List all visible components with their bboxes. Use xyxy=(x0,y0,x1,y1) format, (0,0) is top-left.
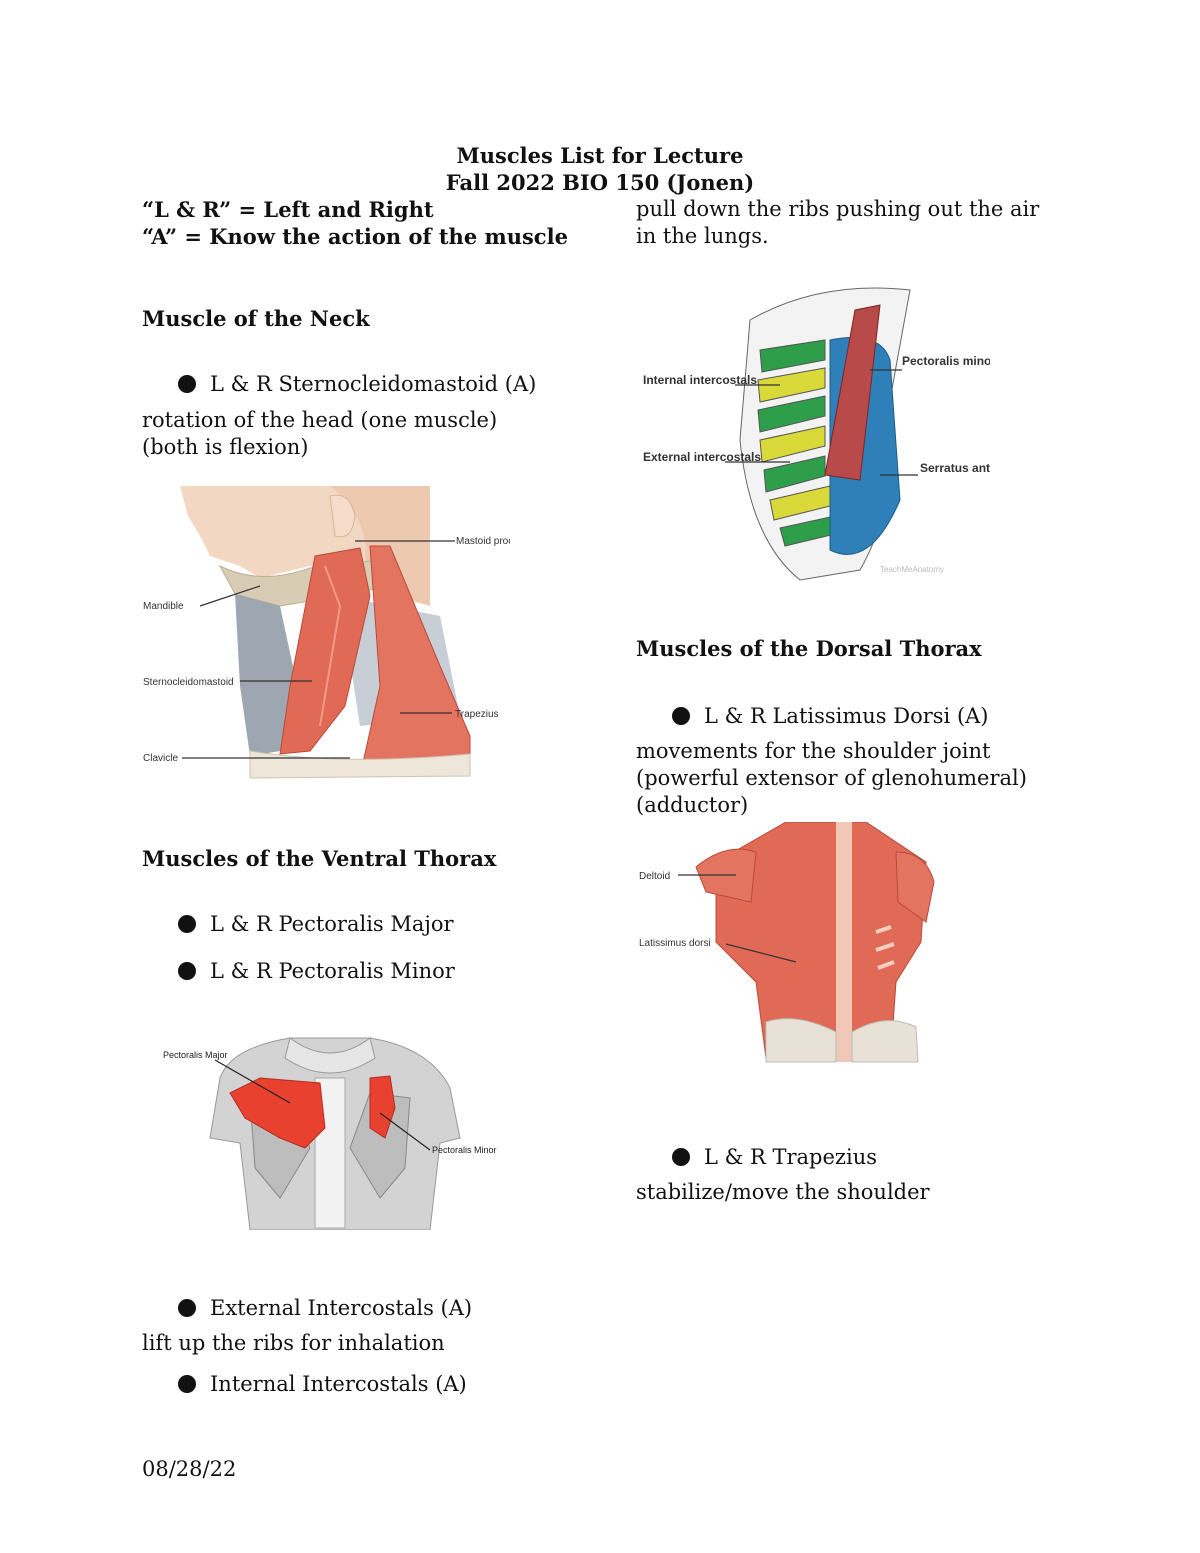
page-subtitle: Fall 2022 BIO 150 (Jonen) xyxy=(445,170,755,195)
dorsal-heading: Muscles of the Dorsal Thorax xyxy=(636,636,982,661)
int-intercostals-action: pull down the ribs pushing out the air i… xyxy=(636,197,1040,248)
ext-intercostals-action: lift up the ribs for inhalation xyxy=(142,1331,445,1355)
int-intercostals-label: Internal Intercostals (A) xyxy=(210,1372,467,1396)
ext-intercostals-item: External Intercostals (A) xyxy=(178,1295,472,1322)
int-intercostals-item: Internal Intercostals (A) xyxy=(178,1371,467,1398)
label-trapezius: Trapezius xyxy=(455,709,499,720)
trapezius-label: L & R Trapezius xyxy=(704,1145,877,1169)
watermark-text: TeachMeAnatomy xyxy=(880,565,944,574)
latissimus-label: L & R Latissimus Dorsi (A) xyxy=(704,704,989,728)
scm-item-label: L & R Sternocleidomastoid (A) xyxy=(210,372,537,396)
label-external-intercostals: External intercostals xyxy=(643,450,761,464)
label-latissimus-dorsi: Latissimus dorsi xyxy=(639,938,711,949)
bullet-icon xyxy=(178,1375,196,1393)
label-scm: Sternocleidomastoid xyxy=(143,677,234,688)
label-internal-intercostals: Internal intercostals xyxy=(643,373,757,387)
bullet-icon xyxy=(178,962,196,980)
pec-major-item: L & R Pectoralis Major xyxy=(178,911,454,938)
ribcage-figure: Internal intercostals External intercost… xyxy=(640,280,990,582)
ventral-heading: Muscles of the Ventral Thorax xyxy=(142,846,497,871)
label-clavicle: Clavicle xyxy=(143,753,178,764)
latissimus-item: L & R Latissimus Dorsi (A) xyxy=(672,703,989,730)
footer-date: 08/28/22 xyxy=(142,1457,237,1481)
page-title: Muscles List for Lecture xyxy=(456,143,744,168)
bullet-icon xyxy=(178,1299,196,1317)
bullet-icon xyxy=(672,707,690,725)
bullet-icon xyxy=(178,915,196,933)
label-pec-major: Pectoralis Major xyxy=(163,1050,228,1060)
chest-muscles-figure: Pectoralis Major Pectoralis Minor xyxy=(160,1018,500,1230)
ext-intercostals-label: External Intercostals (A) xyxy=(210,1296,473,1320)
scm-action: rotation of the head (one muscle)(both i… xyxy=(142,408,498,459)
latissimus-action: movements for the shoulder joint (powerf… xyxy=(636,739,1027,817)
trapezius-action: stabilize/move the shoulder xyxy=(636,1180,930,1204)
legend-a: “A” = Know the action of the muscle xyxy=(142,224,568,249)
legend-lr: “L & R” = Left and Right xyxy=(142,197,434,222)
back-muscles-figure: Deltoid Latissimus dorsi xyxy=(636,822,936,1068)
scm-item: L & R Sternocleidomastoid (A) xyxy=(178,371,536,398)
bullet-icon xyxy=(178,375,196,393)
label-mastoid: Mastoid process xyxy=(456,536,510,547)
label-serratus-anterior: Serratus anterior xyxy=(920,461,990,475)
pec-major-label: L & R Pectoralis Major xyxy=(210,912,454,936)
neck-muscles-figure: Mastoid process Mandible Sternocleidomas… xyxy=(140,486,510,788)
pec-minor-label: L & R Pectoralis Minor xyxy=(210,959,455,983)
label-deltoid: Deltoid xyxy=(639,871,670,882)
neck-heading: Muscle of the Neck xyxy=(142,306,370,331)
bullet-icon xyxy=(672,1148,690,1166)
pec-minor-item: L & R Pectoralis Minor xyxy=(178,958,455,985)
trapezius-item: L & R Trapezius xyxy=(672,1144,877,1171)
label-pectoralis-minor: Pectoralis minor xyxy=(902,354,990,368)
label-mandible: Mandible xyxy=(143,601,184,612)
label-pec-minor: Pectoralis Minor xyxy=(432,1145,497,1155)
